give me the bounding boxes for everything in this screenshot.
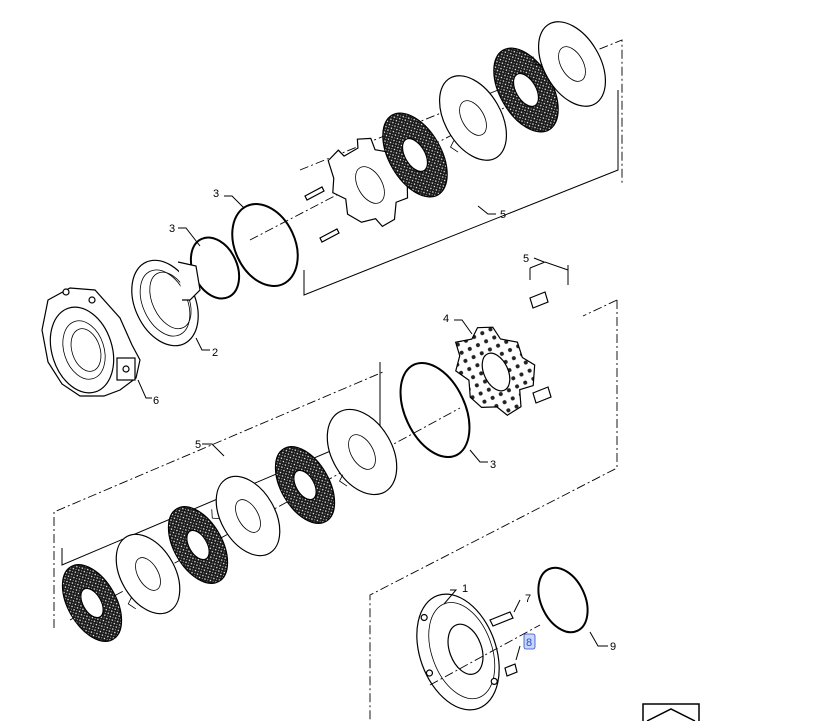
- lower-disc-pack: [53, 362, 461, 642]
- envelope-chevron-icon[interactable]: [642, 703, 700, 721]
- cover-group: [416, 566, 589, 711]
- label-piston: 2: [212, 347, 218, 359]
- label-cover: 1: [462, 583, 468, 595]
- plate-bolts: [529, 291, 552, 404]
- housing: [41, 287, 141, 397]
- label-ring-upper-a: 3: [213, 188, 219, 200]
- label-housing: 6: [153, 395, 159, 407]
- leader-lines: [137, 195, 608, 661]
- plate-group: [369, 261, 618, 720]
- label-disc-pack-lower: 5: [195, 439, 201, 451]
- label-bolts-group: 5: [523, 253, 529, 265]
- label-plate: 4: [443, 313, 449, 325]
- label-disc-pack-upper: 5: [500, 209, 506, 221]
- piston: [131, 259, 201, 347]
- upper-o-rings: [189, 203, 299, 300]
- label-screw-highlight: [523, 633, 536, 650]
- callout-labels: 3 3 5 2 6 5 4 3 5 1 7 8 9: [153, 188, 616, 653]
- label-bolt: 7: [525, 593, 531, 605]
- label-ring-lower: 9: [610, 641, 616, 653]
- dowel-pins: [304, 186, 340, 243]
- label-ring-upper-b: 3: [169, 223, 175, 235]
- label-screw[interactable]: 8: [526, 637, 532, 649]
- middle-o-ring: [399, 361, 471, 459]
- label-ring-mid: 3: [490, 459, 496, 471]
- upper-disc-pack: [249, 21, 623, 296]
